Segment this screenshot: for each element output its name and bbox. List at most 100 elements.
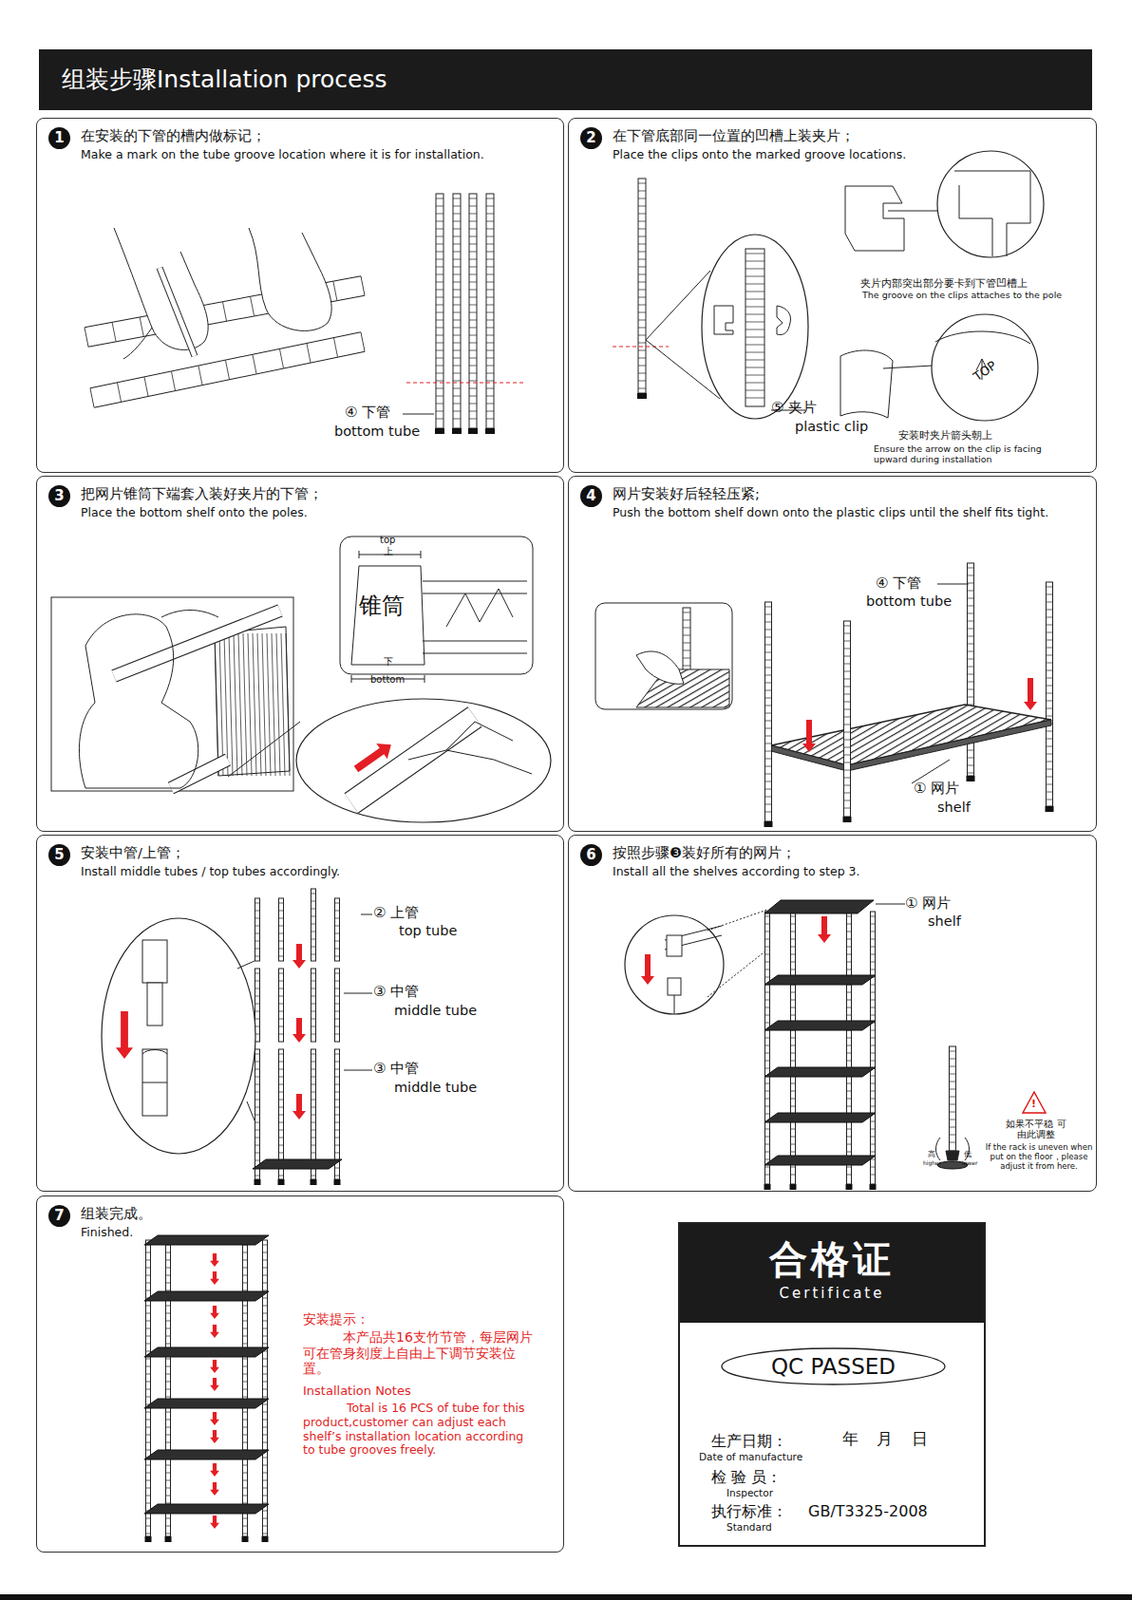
tube-pin xyxy=(147,982,163,1026)
marker-pen-fill xyxy=(159,267,195,357)
tube-groove xyxy=(452,198,461,200)
step-panel: 4网片安装好后轻轻压紧;Push the bottom shelf down o… xyxy=(567,475,1097,832)
tube-groove xyxy=(243,1290,248,1292)
tube-groove xyxy=(243,1381,248,1383)
tube-groove xyxy=(166,1465,171,1467)
tube-groove xyxy=(765,789,773,791)
tube-groove xyxy=(1046,754,1054,755)
tube-groove xyxy=(255,1092,261,1094)
shelf-wire xyxy=(446,721,513,751)
tube-groove xyxy=(844,770,851,772)
tube-groove xyxy=(765,1007,771,1009)
tube-groove xyxy=(1046,609,1054,611)
tube-groove xyxy=(311,1076,317,1078)
tube xyxy=(637,178,647,399)
tube-groove xyxy=(146,1442,151,1444)
tube-groove xyxy=(791,1053,796,1055)
tube-groove xyxy=(452,213,461,215)
tube-groove xyxy=(870,1037,876,1039)
shelf-frame xyxy=(214,626,290,776)
tube-groove xyxy=(847,1098,852,1100)
tube-body xyxy=(146,1240,151,1537)
tube-groove xyxy=(638,221,646,223)
tube-groove xyxy=(243,1518,248,1520)
tube-groove xyxy=(311,916,317,918)
tube-groove xyxy=(765,1167,771,1169)
tube-groove xyxy=(452,206,461,208)
tube-groove xyxy=(682,612,691,614)
part-label: plastic clip xyxy=(794,418,868,435)
tube-groove xyxy=(486,251,494,253)
tube-groove xyxy=(638,213,646,215)
tube-groove xyxy=(311,1011,317,1013)
kneeling-person xyxy=(78,614,198,789)
tube-groove xyxy=(844,679,851,680)
tube-groove xyxy=(844,754,851,756)
tube-groove xyxy=(844,686,851,688)
tube-groove xyxy=(311,1145,317,1147)
tube-foot xyxy=(452,428,462,434)
red-arrow xyxy=(115,1011,133,1059)
tube-groove xyxy=(486,358,494,359)
tube-groove xyxy=(870,969,876,971)
tube-groove xyxy=(166,1442,171,1444)
tube-groove xyxy=(765,652,773,654)
tube-groove xyxy=(765,1098,771,1100)
tube-groove xyxy=(870,1075,876,1077)
tube-groove xyxy=(435,312,444,314)
tube-groove xyxy=(255,1160,261,1162)
tube-groove xyxy=(360,276,365,296)
tube-groove xyxy=(469,312,477,314)
tube-groove xyxy=(255,1061,261,1063)
tube-groove xyxy=(279,1011,284,1013)
tube-groove xyxy=(1046,769,1054,771)
tube-groove xyxy=(166,1412,171,1414)
tube-groove xyxy=(765,728,773,730)
tube xyxy=(335,968,340,1042)
tube-fill xyxy=(113,610,281,677)
magnifier xyxy=(101,918,256,1154)
tube-groove xyxy=(279,1145,284,1147)
tube-groove xyxy=(142,1050,168,1084)
tube-groove xyxy=(146,1488,151,1490)
tube xyxy=(846,911,853,1190)
red-arrow xyxy=(350,736,397,777)
tube-groove xyxy=(166,1472,171,1474)
tube-groove xyxy=(243,1328,248,1330)
tube-groove xyxy=(255,903,261,905)
tube-groove xyxy=(638,259,646,261)
tube-groove xyxy=(967,598,975,600)
tube-groove xyxy=(765,1174,771,1176)
tube-groove xyxy=(279,1061,284,1063)
tube-groove xyxy=(870,962,876,963)
tube-groove xyxy=(311,1122,317,1124)
tube-groove xyxy=(263,1305,268,1307)
tube-groove xyxy=(311,946,317,948)
tube-groove xyxy=(486,335,494,337)
tube-groove xyxy=(486,297,494,299)
tube-groove xyxy=(745,397,765,399)
dimension-ticks xyxy=(351,550,425,683)
tube-foot xyxy=(334,1179,341,1186)
tube xyxy=(764,911,772,1190)
tube-groove xyxy=(791,992,796,994)
tube-groove xyxy=(452,297,461,299)
tube-foot xyxy=(764,1184,772,1190)
tube-groove xyxy=(146,1427,151,1429)
tube-groove xyxy=(967,583,975,585)
tube-groove xyxy=(166,1374,171,1376)
tube-groove xyxy=(745,291,765,293)
tube-groove xyxy=(844,656,851,658)
tube-foot xyxy=(278,1179,285,1186)
part-label: 安装提示： xyxy=(302,1311,370,1328)
cone-sleeve xyxy=(351,566,425,665)
tube-groove xyxy=(311,1175,317,1177)
part-label: 执行标准： xyxy=(711,1503,788,1522)
tube-groove xyxy=(311,893,317,895)
tube-groove xyxy=(638,327,646,329)
tube-groove xyxy=(255,1114,261,1116)
tube-groove xyxy=(311,1084,317,1086)
tube-groove xyxy=(435,350,444,352)
stamp-text: QC PASSED xyxy=(720,1354,946,1379)
tube-groove xyxy=(171,371,176,391)
